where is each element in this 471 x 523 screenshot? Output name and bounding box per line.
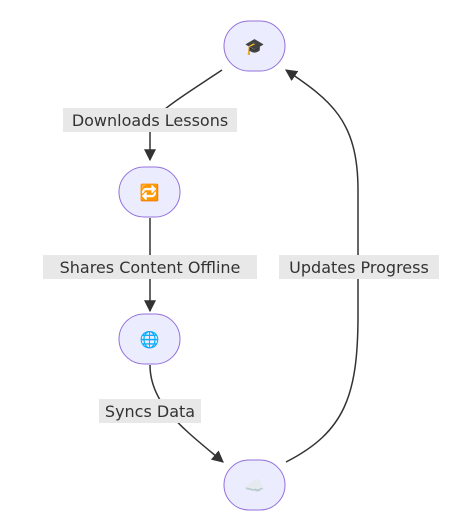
edge-label-background bbox=[99, 399, 201, 423]
edge-labels: Downloads Lessons Shares Content Offline… bbox=[43, 108, 439, 423]
node-peer-sharing-shape bbox=[118, 166, 181, 218]
globe-icon: 🌐 bbox=[140, 330, 160, 349]
node-app-shape bbox=[223, 20, 286, 72]
node-network[interactable]: 🌐 bbox=[118, 313, 181, 365]
node-cloud-shape bbox=[223, 459, 286, 511]
edge-label-text: Updates Progress bbox=[289, 258, 429, 277]
edge-label-syncs-data: Syncs Data bbox=[99, 399, 201, 423]
cloud-icon: ☁️ bbox=[245, 476, 265, 495]
edge-label-updates-progress: Updates Progress bbox=[279, 255, 439, 279]
edge-label-text: Syncs Data bbox=[105, 402, 195, 421]
edge-label-background bbox=[63, 108, 237, 132]
edge-updates-progress bbox=[285, 69, 359, 463]
edge-label-background bbox=[279, 255, 439, 279]
edge-label-background bbox=[43, 255, 257, 279]
repeat-icon: 🔁 bbox=[140, 183, 160, 202]
node-cloud[interactable]: ☁️ bbox=[223, 459, 286, 511]
edge-label-shares-content-offline: Shares Content Offline bbox=[43, 255, 257, 279]
graduation-cap-icon: 🎓 bbox=[245, 37, 265, 56]
edge-label-text: Shares Content Offline bbox=[60, 258, 241, 277]
node-app[interactable]: 🎓 bbox=[223, 20, 286, 72]
edge-label-text: Downloads Lessons bbox=[72, 111, 228, 130]
edge-label-downloads-lessons: Downloads Lessons bbox=[63, 108, 237, 132]
node-peer-sharing[interactable]: 🔁 bbox=[118, 166, 181, 218]
nodes: 🎓 🔁 🌐 ☁️ bbox=[118, 20, 286, 511]
node-network-shape bbox=[118, 313, 181, 365]
